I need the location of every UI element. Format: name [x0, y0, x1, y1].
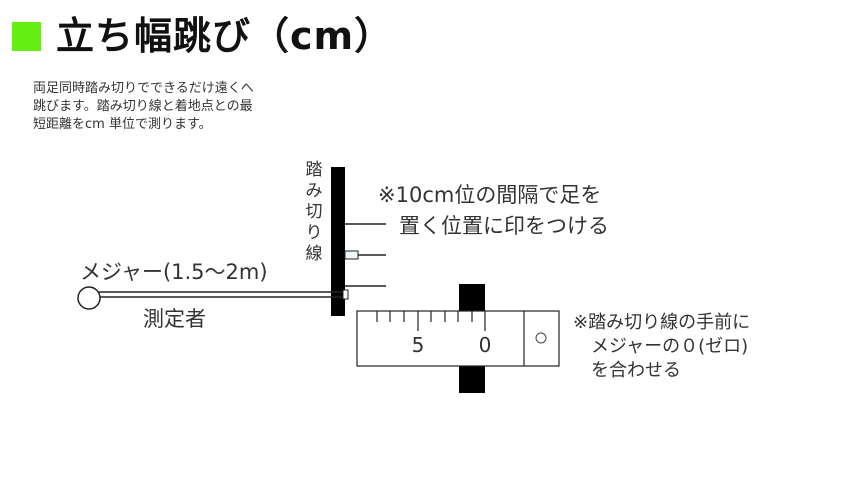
- marker-tab: [344, 250, 359, 260]
- title-accent-square: [12, 22, 41, 51]
- note-line: ※10cm位の間隔で足を: [378, 183, 602, 207]
- label-char: 切: [305, 202, 323, 222]
- ruler-hole-icon: [535, 332, 547, 344]
- label-char: 線: [305, 244, 323, 264]
- description: 両足同時踏み切りでできるだけ遠くへ跳びます。踏み切り線と着地点との最短距離をcm…: [33, 80, 254, 134]
- tape-end-tab: [342, 289, 349, 300]
- note-line: メジャーの０(ゼロ): [573, 336, 749, 357]
- note-line: を合わせる: [573, 360, 681, 381]
- page-title: 立ち幅跳び（cm）: [56, 14, 394, 58]
- ruler-tick-label: 5: [412, 333, 425, 357]
- tape-label: メジャー(1.5〜2m): [80, 260, 268, 284]
- note-line: ※踏み切り線の手前に: [573, 312, 751, 333]
- label-char: り: [305, 223, 323, 243]
- description-line: 両足同時踏み切りでできるだけ遠くへ: [33, 81, 254, 96]
- ruler-ticks: [376, 311, 486, 331]
- note-zero: ※踏み切り線の手前に メジャーの０(ゼロ) を合わせる: [573, 311, 750, 383]
- description-line: 跳びます。踏み切り線と着地点との最: [33, 99, 253, 114]
- measurer-circle-icon: [77, 286, 101, 310]
- label-char: み: [305, 181, 323, 201]
- note-line: 置く位置に印をつける: [378, 214, 609, 238]
- measurer-label: 測定者: [143, 307, 206, 331]
- clamp-bottom: [459, 366, 485, 393]
- takeoff-line-label: 踏 み 切 り 線: [305, 160, 323, 265]
- takeoff-line-bar: [331, 167, 345, 316]
- ruler-tick-label: 0: [479, 333, 492, 357]
- label-char: 踏: [305, 160, 323, 180]
- clamp-top: [459, 284, 485, 312]
- note-marks: ※10cm位の間隔で足を 置く位置に印をつける: [378, 180, 609, 242]
- description-line: 短距離をcm 単位で測ります。: [33, 117, 212, 132]
